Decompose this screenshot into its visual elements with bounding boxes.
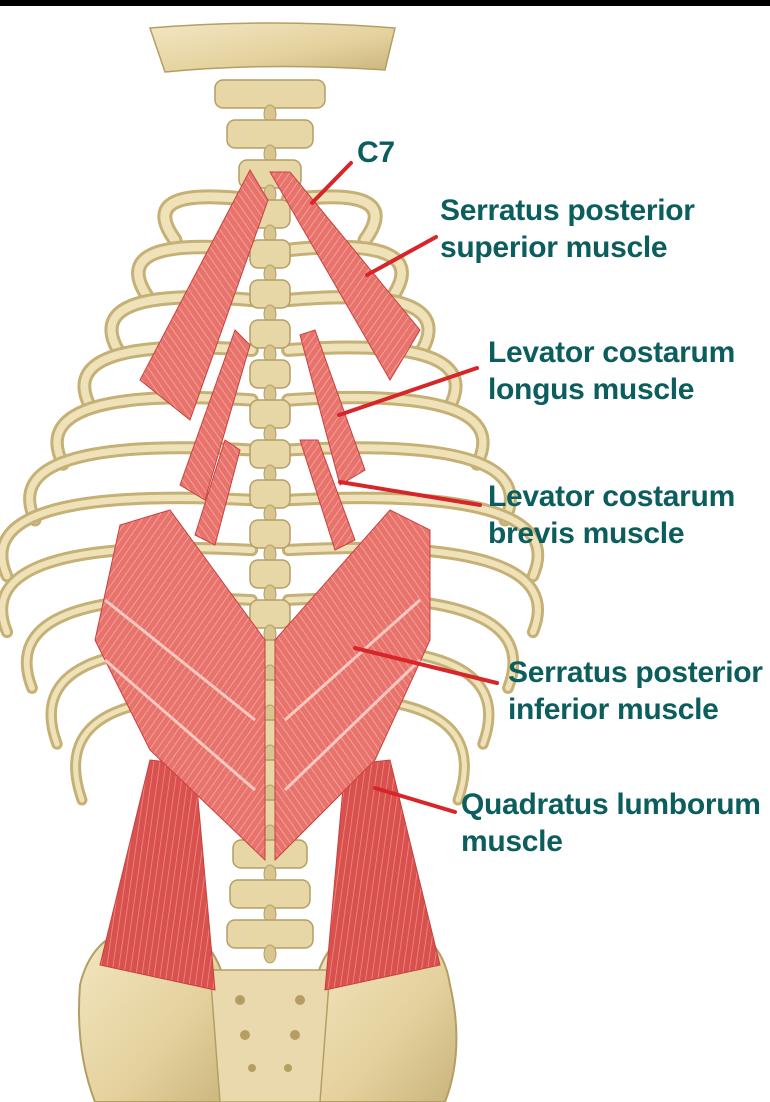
rib-right (283, 192, 380, 245)
leader-levator-longus (337, 366, 479, 417)
label-line-2: longus muscle (488, 373, 695, 406)
leader-levator-brevis (338, 480, 482, 507)
skull-base (148, 22, 396, 73)
vertebra (226, 919, 314, 949)
leader-serratus-superior (365, 235, 438, 277)
vertebra (226, 119, 314, 149)
vertebra (249, 359, 291, 389)
vertebra (249, 399, 291, 429)
vertebra (249, 519, 291, 549)
label-line-1: Levator costarum (488, 336, 735, 369)
vertebra (249, 239, 291, 269)
label-line-1: Quadratus lumborum (461, 788, 761, 821)
leader-quadratus (373, 786, 457, 814)
label-levator-costarum-longus: Levator costarum longus muscle (488, 334, 735, 408)
vertebra (249, 479, 291, 509)
leader-lines (310, 161, 499, 814)
levator-costarum-longus-muscle (179, 329, 366, 501)
label-line-1: Levator costarum (488, 480, 735, 513)
leader-serratus-inferior (353, 646, 499, 685)
label-serratus-posterior-superior: Serratus posterior superior muscle (440, 192, 695, 266)
label-line-2: muscle (461, 825, 563, 858)
label-levator-costarum-brevis: Levator costarum brevis muscle (488, 478, 735, 552)
label-line-1: Serratus posterior (440, 194, 695, 227)
label-c7: C7 (357, 134, 395, 171)
serratus-posterior-superior-muscle (139, 168, 421, 421)
spinous-process (263, 944, 277, 964)
label-line-2: inferior muscle (508, 693, 719, 726)
label-line-2: superior muscle (440, 231, 668, 264)
rib-left (26, 444, 256, 524)
vertebra (214, 79, 326, 109)
rib-right (284, 494, 542, 580)
vertebra (249, 279, 291, 309)
rib-right (283, 293, 433, 357)
label-c7-text: C7 (357, 136, 395, 169)
leader-c7 (310, 161, 353, 205)
rib-right (284, 393, 487, 468)
rib-left (160, 192, 257, 245)
label-line-1: Serratus posterior (508, 656, 763, 689)
vertebra (249, 439, 291, 469)
levator-costarum-brevis-muscle (194, 439, 356, 551)
top-border (0, 0, 770, 6)
serratus-posterior-inferior-muscle (94, 509, 431, 862)
label-serratus-posterior-inferior: Serratus posterior inferior muscle (508, 654, 763, 728)
vertebra (249, 319, 291, 349)
rib-right (284, 343, 460, 412)
label-line-2: brevis muscle (488, 517, 685, 550)
rib-left (0, 494, 256, 580)
quadratus-lumborum-muscle (99, 759, 441, 991)
vertebra (249, 599, 291, 629)
vertebra (249, 559, 291, 589)
vertebra (232, 839, 308, 869)
label-quadratus-lumborum: Quadratus lumborum muscle (461, 786, 761, 860)
vertebra (229, 879, 311, 909)
